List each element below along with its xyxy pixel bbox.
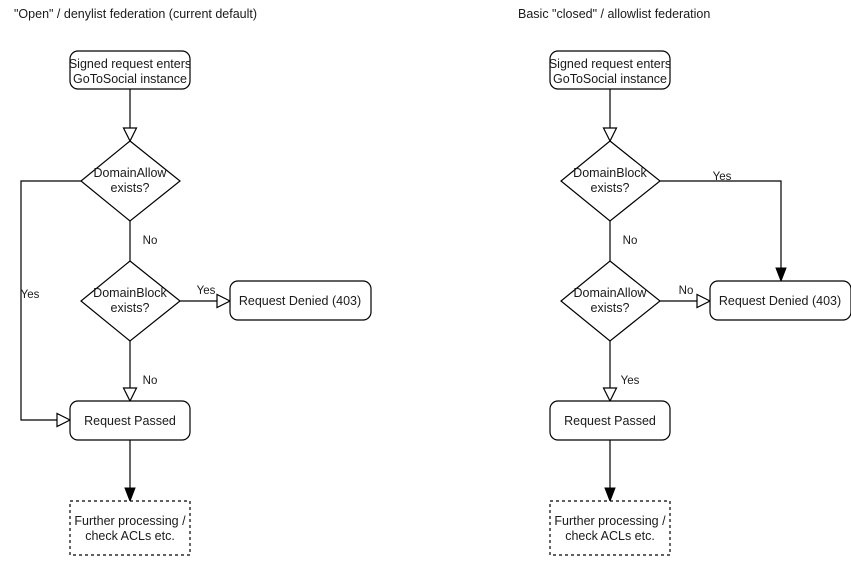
node-entry-left: Signed request enters GoToSocial instanc… xyxy=(69,50,191,90)
node-decision-domainblock-right: DomainBlock exists? xyxy=(560,140,661,222)
arrowhead-domainallow-yes-right xyxy=(602,387,618,403)
column-closed-allowlist: Basic "closed" / allowlist federation Si… xyxy=(518,7,851,556)
node-decision-domainblock-left: DomainBlock exists? xyxy=(80,260,181,342)
domainallow-label-line2: exists? xyxy=(111,181,150,195)
entry-label-line2-right: GoToSocial instance xyxy=(553,72,667,86)
domainblock-label-line1-right: DomainBlock xyxy=(573,166,647,180)
arrowhead-domainallow-yes xyxy=(56,412,72,428)
domainblock-label-line1: DomainBlock xyxy=(93,286,167,300)
domainallow-label-line1: DomainAllow xyxy=(94,166,168,180)
edge-label-domainblock-yes-right: Yes xyxy=(713,171,732,183)
arrowhead-domainallow-no-right xyxy=(696,293,712,309)
further-processing-label-line1: Further processing / xyxy=(74,514,186,528)
node-decision-domainallow-left: DomainAllow exists? xyxy=(80,140,181,222)
further-processing-label-line2-right: check ACLs etc. xyxy=(565,529,655,543)
edge-domainblock-yes-to-denied-right xyxy=(660,180,782,274)
domainblock-label-line2: exists? xyxy=(111,301,150,315)
entry-label-line1-right: Signed request enters xyxy=(549,57,671,71)
domainblock-label-line2-right: exists? xyxy=(591,181,630,195)
arrowhead-passed-to-further-right xyxy=(604,487,616,503)
node-entry-right: Signed request enters GoToSocial instanc… xyxy=(549,50,671,90)
column-open-denylist: "Open" / denylist federation (current de… xyxy=(14,7,372,556)
node-request-denied-right: Request Denied (403) xyxy=(709,280,851,321)
further-processing-box-shape xyxy=(69,500,191,556)
further-processing-label-line1-right: Further processing / xyxy=(554,514,666,528)
request-denied-label-right: Request Denied (403) xyxy=(719,294,841,308)
entry-label-line2: GoToSocial instance xyxy=(73,72,187,86)
request-denied-label: Request Denied (403) xyxy=(239,294,361,308)
node-decision-domainallow-right: DomainAllow exists? xyxy=(560,260,661,342)
arrowhead-entry-to-domainallow xyxy=(122,127,138,143)
arrowhead-passed-to-further xyxy=(124,487,136,503)
request-passed-label: Request Passed xyxy=(84,414,176,428)
edge-label-domainallow-no-right: No xyxy=(679,285,694,297)
node-further-processing-left: Further processing / check ACLs etc. xyxy=(69,500,191,556)
node-request-passed-left: Request Passed xyxy=(69,400,191,441)
further-processing-label-line2: check ACLs etc. xyxy=(85,529,175,543)
edge-label-domainblock-yes: Yes xyxy=(197,285,216,297)
further-processing-box-shape-right xyxy=(549,500,671,556)
edge-label-domainblock-no: No xyxy=(143,375,158,387)
column-title-open-denylist: "Open" / denylist federation (current de… xyxy=(14,7,257,21)
domainallow-label-line1-right: DomainAllow xyxy=(574,286,648,300)
request-denied-box-shape-right xyxy=(709,280,851,321)
arrowhead-domainblock-yes xyxy=(216,293,232,309)
node-request-denied-left: Request Denied (403) xyxy=(229,280,372,321)
edge-label-domainallow-yes: Yes xyxy=(21,289,40,301)
domainallow-label-line2-right: exists? xyxy=(591,301,630,315)
edge-label-domainblock-no-right: No xyxy=(623,235,638,247)
edge-domainallow-yes-to-passed xyxy=(20,180,81,421)
column-title-closed-allowlist: Basic "closed" / allowlist federation xyxy=(518,7,710,21)
edge-label-domainallow-yes-right: Yes xyxy=(621,375,640,387)
arrowhead-entry-to-domainblock-right xyxy=(602,127,618,143)
request-denied-box-shape xyxy=(229,280,372,321)
arrowhead-domainblock-yes-right xyxy=(775,267,787,283)
arrowhead-domainblock-no xyxy=(122,387,138,403)
node-request-passed-right: Request Passed xyxy=(549,400,671,441)
node-further-processing-right: Further processing / check ACLs etc. xyxy=(549,500,671,556)
entry-label-line1: Signed request enters xyxy=(69,57,191,71)
request-passed-label-right: Request Passed xyxy=(564,414,656,428)
edge-label-domainallow-no: No xyxy=(143,235,158,247)
